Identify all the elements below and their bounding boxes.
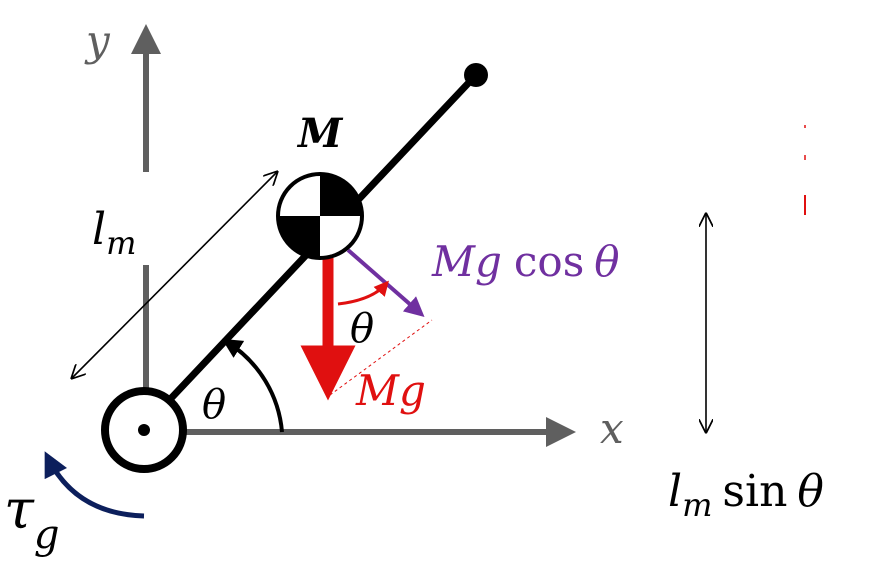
pivot-circle-icon bbox=[101, 387, 187, 473]
x-axis-label: x bbox=[600, 404, 624, 453]
arm-length-label: lm bbox=[92, 204, 136, 262]
mass-label: M bbox=[296, 110, 344, 157]
y-axis-label: y bbox=[84, 16, 111, 65]
angle-label-at-pivot: θ bbox=[202, 382, 226, 428]
arm-length-dimension bbox=[72, 172, 277, 378]
angle-arc-at-mass bbox=[337, 280, 389, 306]
torque-label: τg bbox=[4, 478, 59, 558]
angle-arc-at-pivot bbox=[221, 338, 284, 433]
normal-component-arrow bbox=[346, 248, 425, 317]
torque-arrow bbox=[44, 451, 145, 519]
rod-end-dot bbox=[464, 63, 488, 87]
gravity-force-label: Mg bbox=[355, 366, 426, 415]
angle-label-at-mass: θ bbox=[350, 306, 374, 352]
checkered-center-of-mass-icon bbox=[276, 172, 364, 260]
